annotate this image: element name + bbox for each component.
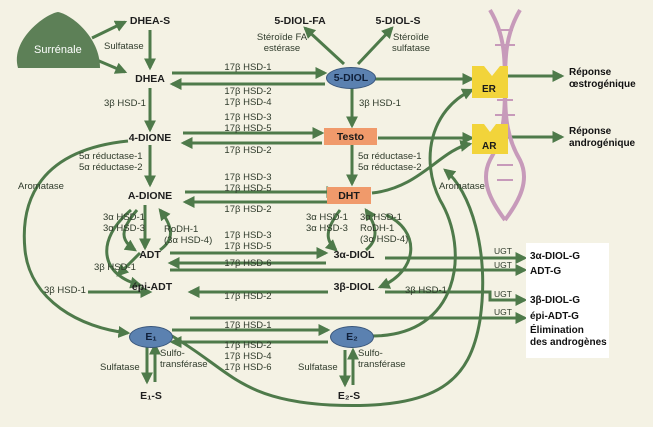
enzyme-17b-e1-back: 17β HSD-2 17β HSD-4 17β HSD-6 [224, 340, 272, 373]
node-4-dione: 4-DIONE [128, 132, 172, 144]
enzyme-3b-hsd1-epi: 3β HSD-1 [44, 285, 86, 296]
enzyme-17b-e1-fwd: 17β HSD-1 [224, 320, 272, 331]
enzyme-17b-epi: 17β HSD-2 [224, 291, 272, 302]
enzyme-17b-adione-back: 17β HSD-2 [224, 204, 272, 215]
ar-receptor-shape [472, 124, 508, 154]
enzyme-17b-4dione-back: 17β HSD-2 [224, 145, 272, 156]
node-5-diol-fa: 5-DIOL-FA [274, 15, 326, 27]
node-adt: ADT [139, 249, 161, 261]
output-elimination: Élimination des androgènes [530, 325, 607, 348]
enzyme-rodh-right: 3α HSD-1 RoDH-1 (3α HSD-4) [360, 212, 409, 245]
enzyme-sulfatase-e2: Sulfatase [298, 362, 338, 373]
ugt-label-1: UGT [494, 246, 512, 256]
node-a-dione: A-DIONE [127, 190, 173, 202]
enzyme-3b-hsd1-adt: 3β HSD-1 [94, 262, 136, 273]
ugt-label-2: UGT [494, 260, 512, 270]
output-reponse-androgenique: Réponse androgénique [569, 126, 636, 149]
enzyme-sulfo-e2: Sulfo- transférase [358, 348, 406, 370]
enzyme-3a-hsd-left: 3α HSD-1 3α HSD-3 [103, 212, 145, 234]
glucuronide-panel [526, 243, 609, 358]
enzyme-3a-hsd-right: 3α HSD-1 3α HSD-3 [306, 212, 348, 234]
output-epi-adt-g: épi-ADT-G [530, 311, 579, 322]
enzyme-steroide-fa-esterase: Stéroïde FA estérase [256, 32, 308, 54]
node-3a-diol: 3α-DIOL [333, 249, 375, 261]
node-dhea-s: DHEA-S [129, 15, 171, 27]
enzyme-sulfo-e1: Sulfo- transférase [160, 348, 208, 370]
node-epi-adt: épi-ADT [131, 281, 173, 293]
enzyme-rodh-left: RoDH-1 (3α HSD-4) [164, 224, 213, 246]
enzyme-sulfatase-top: Sulfatase [104, 41, 144, 52]
output-adt-g: ADT-G [530, 266, 562, 277]
enzyme-17b-adt-fwd: 17β HSD-3 17β HSD-5 [224, 230, 272, 252]
node-testo: Testo [324, 128, 377, 145]
output-3a-diol-g: 3α-DIOL-G [530, 251, 581, 262]
enzyme-17b-adt-back: 17β HSD-6 [224, 258, 272, 269]
node-e2-s: E₂-S [337, 390, 361, 402]
enzyme-sulfatase-e1: Sulfatase [100, 362, 140, 373]
enzyme-17b-dhea-back: 17β HSD-2 17β HSD-4 [224, 86, 272, 108]
enzyme-3b-hsd1-dhea: 3β HSD-1 [104, 98, 146, 109]
node-e1: E₁ [129, 326, 173, 348]
output-3b-diol-g: 3β-DIOL-G [530, 295, 580, 306]
node-5-diol-s: 5-DIOL-S [375, 15, 421, 27]
ugt-label-3: UGT [494, 289, 512, 299]
surrenale-label: Surrénale [34, 44, 82, 56]
enzyme-steroide-sulfatase: Stéroïde sulfatase [391, 32, 431, 54]
enzyme-17b-dhea-fwd: 17β HSD-1 [224, 62, 272, 73]
enzyme-17b-4dione-fwd: 17β HSD-3 17β HSD-5 [224, 112, 272, 134]
enzyme-5a-reductase-left: 5α réductase-1 5α réductase-2 [79, 151, 143, 173]
receptor-ar: AR [482, 141, 497, 152]
enzyme-aromatase-left: Aromatase [18, 181, 64, 192]
node-dhea: DHEA [135, 73, 165, 85]
node-e1-s: E₁-S [140, 390, 162, 402]
node-5-diol: 5-DIOL [326, 67, 376, 89]
node-3b-diol: 3β-DIOL [333, 281, 375, 293]
node-e2: E₂ [330, 326, 374, 348]
er-receptor-shape [472, 66, 508, 98]
receptor-er: ER [482, 84, 496, 95]
enzyme-17b-adione-fwd: 17β HSD-3 17β HSD-5 [224, 172, 272, 194]
enzyme-5a-reductase-right: 5α réductase-1 5α réductase-2 [358, 151, 422, 173]
enzyme-3b-hsd1-5diol: 3β HSD-1 [359, 98, 401, 109]
enzyme-3b-hsd1-diol: 3β HSD-1 [405, 285, 447, 296]
ugt-label-4: UGT [494, 307, 512, 317]
enzyme-aromatase-right: Aromatase [439, 181, 485, 192]
node-dht: DHT [327, 187, 371, 204]
output-reponse-oestrogenique: Réponse œstrogénique [569, 67, 636, 90]
surrenale-shape [16, 12, 100, 68]
